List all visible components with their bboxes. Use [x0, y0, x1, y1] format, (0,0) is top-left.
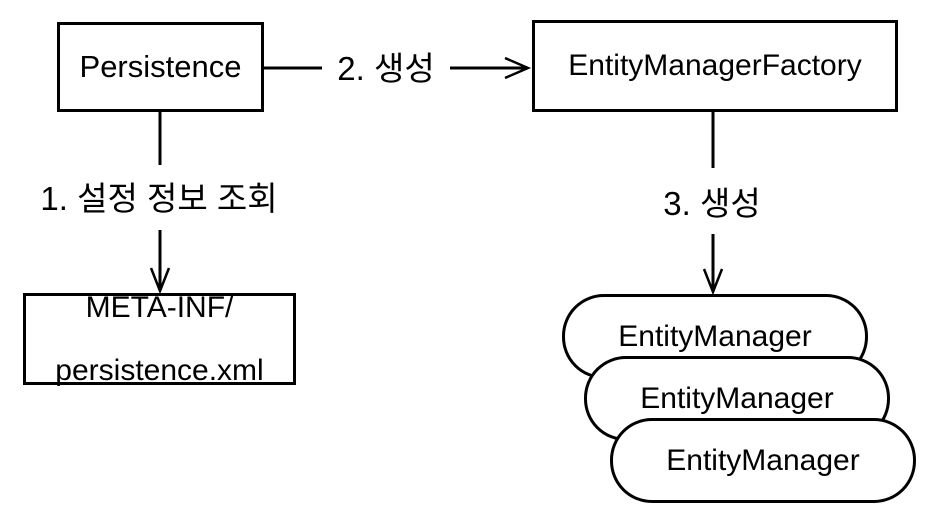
entity-manager-node-middle-label: EntityManager: [640, 381, 834, 415]
edge-label-create-entity-manager: 3. 생성: [661, 177, 763, 225]
persistence-node: Persistence: [57, 22, 264, 112]
meta-inf-node-label-line2: persistence.xml: [55, 353, 264, 387]
entity-manager-factory-node-label: EntityManagerFactory: [568, 49, 862, 83]
arrow-create-entity-manager: [702, 112, 724, 296]
persistence-node-label: Persistence: [79, 48, 242, 84]
arrow-config-lookup: [149, 112, 171, 295]
edge-label-config-lookup: 1. 설정 정보 조회: [38, 172, 280, 220]
entity-manager-node-front-label: EntityManager: [666, 443, 860, 477]
meta-inf-node-label-line1: META-INF/: [85, 290, 234, 324]
meta-inf-persistence-xml-node: META-INF/ persistence.xml: [23, 292, 296, 386]
entity-manager-factory-node: EntityManagerFactory: [532, 20, 898, 112]
entity-manager-node-back-label: EntityManager: [618, 319, 812, 353]
meta-inf-node-label: META-INF/ persistence.xml: [55, 260, 263, 418]
entity-manager-node-front: EntityManager: [610, 418, 916, 503]
edge-label-create-factory: 2. 생성: [335, 42, 437, 90]
arrow-create-factory: [264, 56, 532, 80]
